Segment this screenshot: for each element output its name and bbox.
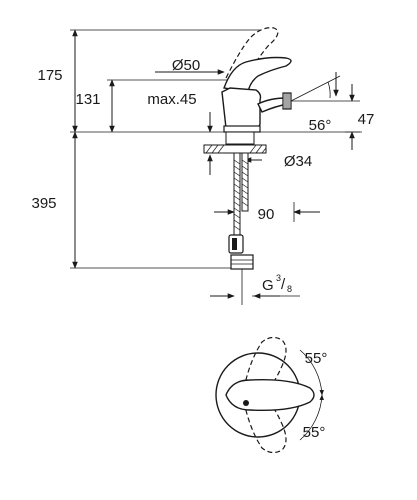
indicator-dot xyxy=(243,400,249,406)
dim-base-diameter: Ø34 xyxy=(244,153,312,170)
label-175: 175 xyxy=(37,67,62,84)
dim-aerator-diameter: Ø50 xyxy=(155,57,225,75)
label-thread-num: 3 xyxy=(276,273,281,283)
lever-swing-bottom xyxy=(243,401,287,454)
dim-thread: G 3 / 8 xyxy=(210,273,300,299)
dim-deck-thickness: max.45 xyxy=(147,91,213,175)
lever xyxy=(223,56,292,93)
label-90: 90 xyxy=(258,206,275,223)
dim-total-height: 175 xyxy=(37,29,260,133)
spray-geometry: 56° xyxy=(290,72,360,134)
label-angle-55-bottom: 55° xyxy=(303,424,326,441)
label-thread-slash: / xyxy=(281,276,286,293)
dim-spray-height: 47 xyxy=(345,84,374,150)
label-395: 395 xyxy=(31,195,56,212)
label-angle-55-top: 55° xyxy=(305,350,328,367)
aerator xyxy=(282,92,292,110)
label-thread-den: 8 xyxy=(287,284,292,294)
lever-top-view xyxy=(225,378,315,412)
faucet-top-view: 55° 55° xyxy=(215,336,328,454)
dim-spout-height: 131 xyxy=(75,79,232,133)
label-47: 47 xyxy=(358,111,375,128)
label-angle-56: 56° xyxy=(309,117,332,134)
supply-hoses xyxy=(228,152,254,305)
lever-swing-top xyxy=(243,336,287,389)
lever-swing-outline xyxy=(225,27,279,79)
label-max45: max.45 xyxy=(147,91,196,108)
deck-section xyxy=(203,131,267,154)
label-diameter-50: Ø50 xyxy=(172,57,200,74)
dim-below-deck: 395 xyxy=(31,131,240,269)
label-thread-g: G xyxy=(262,277,274,294)
label-131: 131 xyxy=(75,91,100,108)
dim-reach: 90 xyxy=(214,202,320,223)
faucet-base xyxy=(223,125,261,133)
faucet-side-view xyxy=(221,27,292,133)
label-diameter-34: Ø34 xyxy=(284,153,312,170)
